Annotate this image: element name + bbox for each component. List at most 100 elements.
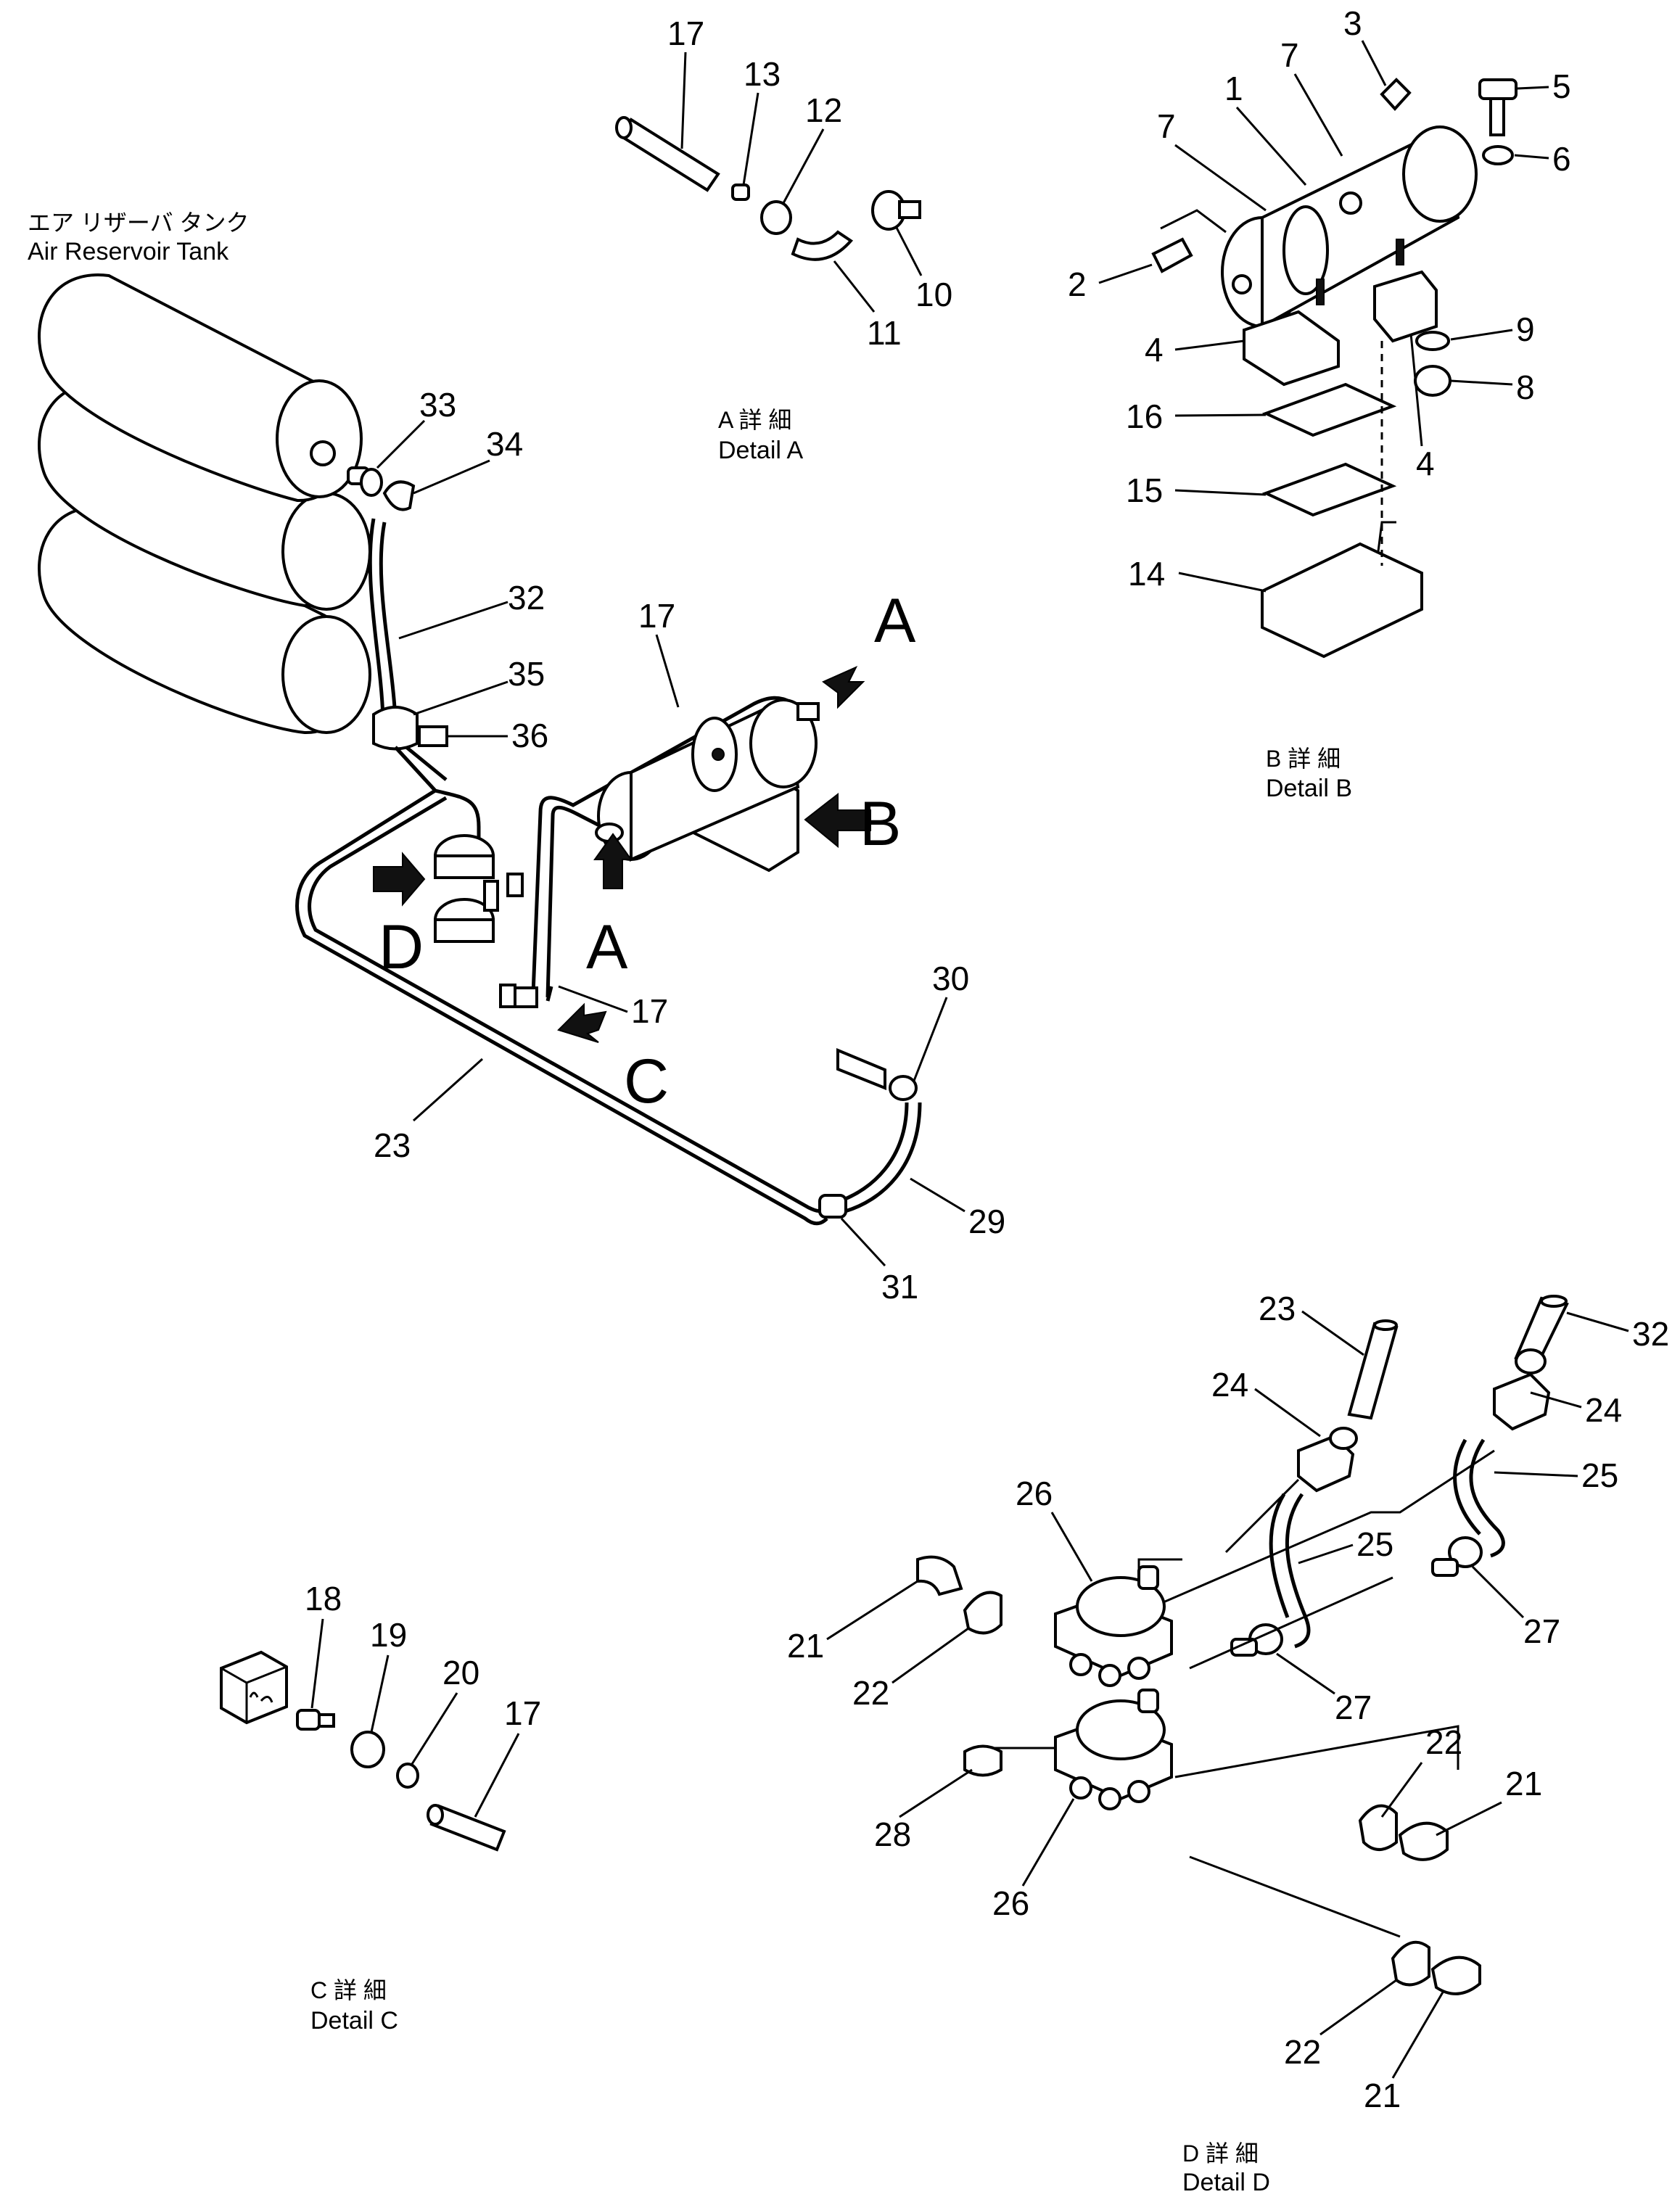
- pipe-23-outer: [295, 788, 828, 1226]
- detail-d-leader-22-lower: [1319, 1979, 1397, 2036]
- air-reservoir-tank-group: エア リザーバ タンク Air Reservoir Tank: [28, 210, 371, 735]
- tank-port: [310, 440, 336, 466]
- detail-d-caption-jp: D 詳 細: [1182, 2140, 1259, 2167]
- detail-d-elbow-22-lower: [1391, 1940, 1430, 1987]
- detail-c-pipe-end: [427, 1804, 444, 1826]
- detail-b-nut-8: [1414, 365, 1452, 397]
- detail-c-leader-17: [474, 1733, 520, 1818]
- detail-d-callout-21-lower: 21: [1364, 2077, 1401, 2114]
- tank-lower-end: [281, 615, 371, 734]
- callout-34: 34: [486, 425, 523, 463]
- detail-b-leader-2: [1098, 263, 1153, 284]
- fitting-30: [889, 1075, 918, 1101]
- arrow-d: [373, 852, 426, 907]
- detail-c-switch-18-thread: [318, 1713, 335, 1728]
- detail-c-nut-19: [350, 1731, 385, 1768]
- detail-b-leader-16: [1174, 413, 1267, 417]
- callout-36: 36: [511, 717, 548, 754]
- arrow-a-bottom: [593, 833, 633, 889]
- detail-b-leader-8: [1450, 379, 1513, 386]
- leader-34: [413, 459, 490, 495]
- detail-d-leader-21-mid: [1436, 1801, 1502, 1837]
- detail-a-connector-10-body: [898, 200, 921, 219]
- detail-b-leader-15: [1174, 489, 1267, 496]
- detail-d-callout-21-upper: 21: [787, 1627, 824, 1665]
- detail-c-caption-en: Detail C: [310, 2007, 398, 2035]
- detail-b-band-left: [1282, 205, 1329, 295]
- detail-b-stud-left: [1316, 279, 1325, 305]
- detail-d-leader-21-upper: [826, 1580, 918, 1641]
- detail-b-leader-7-left: [1174, 144, 1267, 212]
- detail-b-bracket-14: [1261, 542, 1423, 659]
- detail-d-valve-26-upper-dome: [1076, 1576, 1166, 1637]
- detail-b-drain-line: [1160, 209, 1227, 234]
- detail-d-callout-27-left: 27: [1335, 1689, 1372, 1726]
- detail-c-callout-20: 20: [442, 1654, 479, 1691]
- detail-b-plate-16: [1261, 382, 1397, 437]
- detail-d-callout-23: 23: [1259, 1290, 1296, 1327]
- detail-d-valve-26-lower-port: [1137, 1689, 1159, 1713]
- detail-b-callout-16: 16: [1126, 397, 1163, 435]
- detail-d-guide-6: [1189, 1855, 1401, 1938]
- detail-b-callout-7-top: 7: [1280, 36, 1299, 74]
- leader-35: [413, 680, 508, 716]
- detail-a-caption-en: Detail A: [718, 437, 803, 464]
- detail-d-caption-en: Detail D: [1182, 2169, 1270, 2196]
- detail-b-callout-2: 2: [1068, 265, 1087, 303]
- detail-d-valve-26-lower-dome: [1076, 1699, 1166, 1760]
- detail-d-callout-26-lower: 26: [992, 1884, 1029, 1922]
- callout-31: 31: [881, 1268, 918, 1306]
- leader-23: [412, 1058, 484, 1122]
- callout-35: 35: [508, 655, 545, 693]
- detail-c-block: [220, 1650, 288, 1725]
- detail-c-leader-20: [411, 1692, 458, 1765]
- detail-a-pipe-17: [618, 118, 720, 192]
- detail-a-sleeve-13: [731, 184, 750, 201]
- detail-b-callout-8: 8: [1516, 368, 1535, 406]
- pipe-17-lower: [545, 986, 553, 1002]
- detail-b-drain-cock-2: [1151, 237, 1193, 273]
- detail-d-tee-24-right: [1493, 1372, 1551, 1431]
- detail-d-leader-27-left: [1276, 1652, 1335, 1695]
- detail-b-leader-6: [1514, 154, 1549, 160]
- callout-23: 23: [374, 1126, 411, 1164]
- fitting-a: [796, 702, 820, 721]
- detail-d-valve-26-upper-outlet-3: [1127, 1657, 1150, 1680]
- detail-d-leader-25-right: [1494, 1471, 1578, 1477]
- detail-b-drain-port: [1232, 274, 1252, 294]
- detail-b: 3 7 1 7 5 6 2 4 9 8 16 4 15 14 B 詳 細 Det…: [1068, 4, 1571, 802]
- callout-33: 33: [419, 386, 456, 424]
- detail-b-callout-15: 15: [1126, 471, 1163, 509]
- detail-c-sleeve-20: [396, 1763, 419, 1789]
- detail-c-caption-jp: C 詳 細: [310, 1977, 387, 2003]
- detail-d-callout-27-right: 27: [1523, 1612, 1560, 1650]
- pipe-17-upper-inner: [545, 805, 604, 998]
- detail-b-bolt-5-shank: [1489, 97, 1505, 136]
- detail-d-callout-32: 32: [1632, 1315, 1669, 1353]
- detail-d-valve-26-lower-outlet-3: [1127, 1780, 1150, 1803]
- pipe-32: [379, 522, 398, 719]
- detail-c-callout-17: 17: [504, 1694, 541, 1732]
- detail-b-plug-3: [1380, 78, 1412, 111]
- arrow-c: [557, 1002, 607, 1043]
- detail-d-guide-5: [1174, 1725, 1459, 1778]
- governor-valves: [434, 834, 524, 943]
- detail-d-leader-23: [1301, 1310, 1364, 1356]
- detail-d-leader-22-mid: [1380, 1762, 1423, 1818]
- detail-d-leader-25-left: [1298, 1543, 1354, 1565]
- detail-d-connector-27-right: [1448, 1536, 1483, 1568]
- dryer-right-end: [749, 698, 818, 788]
- pipe-29-group: [818, 1048, 922, 1219]
- detail-b-leader-1: [1235, 107, 1307, 186]
- detail-d-valve-26-lower-outlet-2: [1098, 1787, 1121, 1810]
- tank-upper-end: [276, 379, 363, 498]
- detail-d-callout-24-right: 24: [1585, 1391, 1622, 1429]
- tank-middle-end: [281, 492, 371, 611]
- detail-b-top-port: [1339, 191, 1362, 215]
- detail-b-leader-3: [1361, 40, 1387, 86]
- detail-d-connector-27-right-thread: [1431, 1558, 1459, 1577]
- detail-c-leader-19: [370, 1654, 390, 1733]
- detail-d-leader-22-upper: [892, 1627, 969, 1684]
- view-label-c: C: [624, 1047, 669, 1116]
- detail-b-leader-9: [1450, 329, 1513, 341]
